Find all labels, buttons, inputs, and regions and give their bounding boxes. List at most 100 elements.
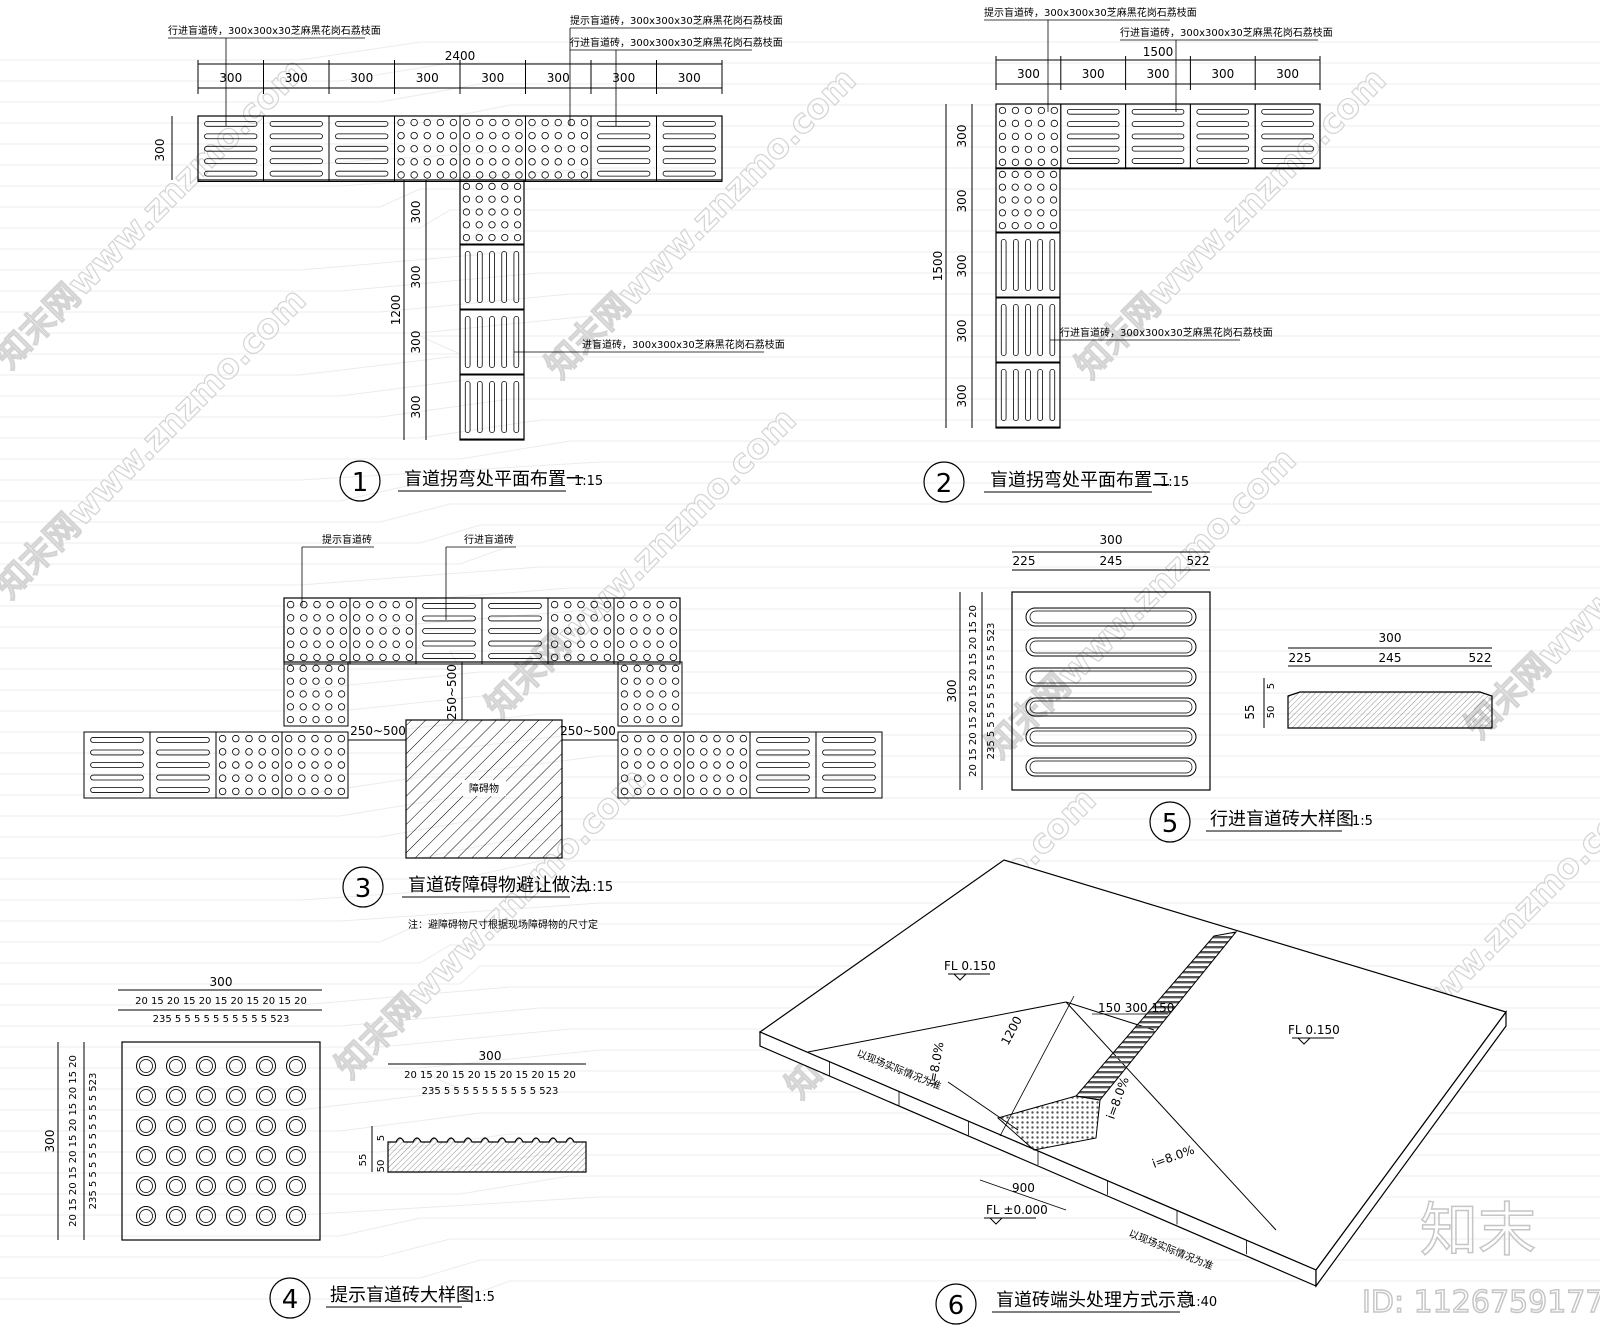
tactile-dot [286,1206,306,1226]
detail-number: 3 [355,874,372,904]
tactile-dot [256,1176,276,1196]
tactile-dot [256,1206,276,1226]
detail-number: 2 [936,469,953,499]
annotation-walking-tile: 行进盲道砖，300x300x30芝麻黑花岗石荔枝面 [1120,26,1333,39]
tactile-dot [136,1176,156,1196]
walking-tile [459,244,525,310]
level-top-left: FL 0.150 [944,959,996,973]
tactile-dot [196,1086,216,1106]
tactile-dot [166,1176,186,1196]
tactile-dot [196,1056,216,1076]
section-dim-total: 300 [479,1049,502,1063]
tactile-dot [196,1176,216,1196]
section-dim-height: 55 [358,1154,369,1167]
dim-strip-widths: 150 300 150 [1098,1001,1174,1015]
walking-tile [995,297,1061,363]
section-dim-base: 50 [376,1160,387,1173]
detail-title: 盲道砖障碍物避让做法 [408,875,588,896]
level-top-right: FL 0.150 [1288,1023,1340,1037]
walking-tile [815,731,883,799]
dim-clearance-left: 250~500 [350,724,406,738]
warning-tile [283,597,351,665]
tactile-dot [286,1146,306,1166]
watermark-text: 知末网www.znzmo.com [538,60,864,386]
image-id: ID: 1126759177 [1362,1285,1600,1320]
walking-tile [656,115,723,182]
section-dim-right: 522 [1469,651,1492,665]
dim-total: 2400 [445,49,476,63]
dim-total: 300 [1100,533,1123,547]
walking-tile [1254,103,1321,170]
tactile-dot [226,1206,246,1226]
dim-clearance-right: 250~500 [560,724,616,738]
tactile-dot [136,1086,156,1106]
logo-mark: 知末 [1420,1196,1536,1264]
dim-unit: 300 [955,190,969,213]
dim-chain-bottom: 235 5 5 5 5 5 5 5 5 5 5 523 [153,1014,290,1025]
dim-height: 300 [153,139,167,162]
annotation-walking-tile: 行进盲道砖，300x300x30芝麻黑花岗石荔枝面 [168,24,381,37]
tactile-dot [136,1206,156,1226]
warning-tile [349,597,417,665]
dim-unit: 300 [678,71,701,85]
dim-unit: 300 [416,71,439,85]
tactile-dot [196,1206,216,1226]
annotation-warning-tile: 提示盲道砖，300x300x30芝麻黑花岗石荔枝面 [570,14,783,27]
brand-logo: 知末 ID: 1126759177 [1361,1195,1600,1321]
detail-title: 盲道拐弯处平面布置二 [990,470,1170,491]
dim-unit: 300 [1276,67,1299,81]
dim-chain-top: 20 15 20 15 20 15 20 15 20 15 20 [135,996,307,1007]
detail-note: 注：避障碍物尺寸根据现场障碍物的尺寸定 [408,918,598,931]
dim-unit: 300 [285,71,308,85]
dim-chain-side-b: 235 5 5 5 5 5 5 5 5 5 5 523 [88,1073,99,1210]
dim-unit: 300 [409,266,423,289]
tactile-dot [226,1086,246,1106]
tactile-dot [256,1056,276,1076]
detail-scale: 1:5 [474,1290,495,1305]
tactile-bar [1025,697,1197,717]
tactile-dot [196,1146,216,1166]
dim-unit: 300 [1211,67,1234,81]
detail-title: 盲道拐弯处平面布置一 [404,469,584,490]
annotation-walking-tile-3: 行进盲道砖，300x300x30芝麻黑花岗石荔枝面 [1060,326,1273,339]
section-dim-mid: 245 [1379,651,1402,665]
warning-tile [995,167,1061,233]
dim-unit: 300 [219,71,242,85]
tactile-dot [226,1116,246,1136]
dim-unit: 300 [409,201,423,224]
warning-tile [283,661,349,727]
detail-5-walking-tile: 300 225 245 522 300 20 15 20 15 20 15 20… [945,533,1493,843]
dim-height: 300 [945,680,959,703]
dim-height: 300 [43,1130,57,1153]
dim-unit: 300 [1017,67,1040,81]
warning-tile [459,179,525,245]
tactile-dot [226,1056,246,1076]
section-dim-left: 225 [1289,651,1312,665]
tactile-dot [166,1206,186,1226]
dim-total: 1500 [1143,45,1174,59]
tactile-dot [166,1116,186,1136]
tactile-dot [196,1116,216,1136]
dim-unit: 300 [1082,67,1105,81]
section-chain-bottom: 235 5 5 5 5 5 5 5 5 5 5 523 [422,1086,559,1097]
tactile-dot [166,1056,186,1076]
tactile-bar [1025,757,1197,777]
warning-tile [281,731,349,799]
dim-clearance-top: 250~500 [445,664,459,720]
tactile-dot [166,1086,186,1106]
detail-3-obstacle: 障碍物 250~500 250~500 250~500 提示盲道砖 行进盲道砖 … [83,533,883,931]
tactile-dot [256,1086,276,1106]
tactile-dot [256,1116,276,1136]
tactile-dot [226,1176,246,1196]
section-dim-total: 300 [1379,631,1402,645]
detail-6-isometric: 1200 150 300 150 i=8.0% i=8.0% i=8.0% 90… [758,859,1507,1325]
warning-tile [613,597,681,665]
dim-unit: 300 [955,255,969,278]
detail-scale: 1:40 [1188,1295,1217,1310]
dim-unit: 300 [409,331,423,354]
detail-title: 提示盲道砖大样图 [330,1285,474,1306]
detail-scale: 1:15 [1160,475,1189,490]
dim-unit: 300 [409,396,423,419]
